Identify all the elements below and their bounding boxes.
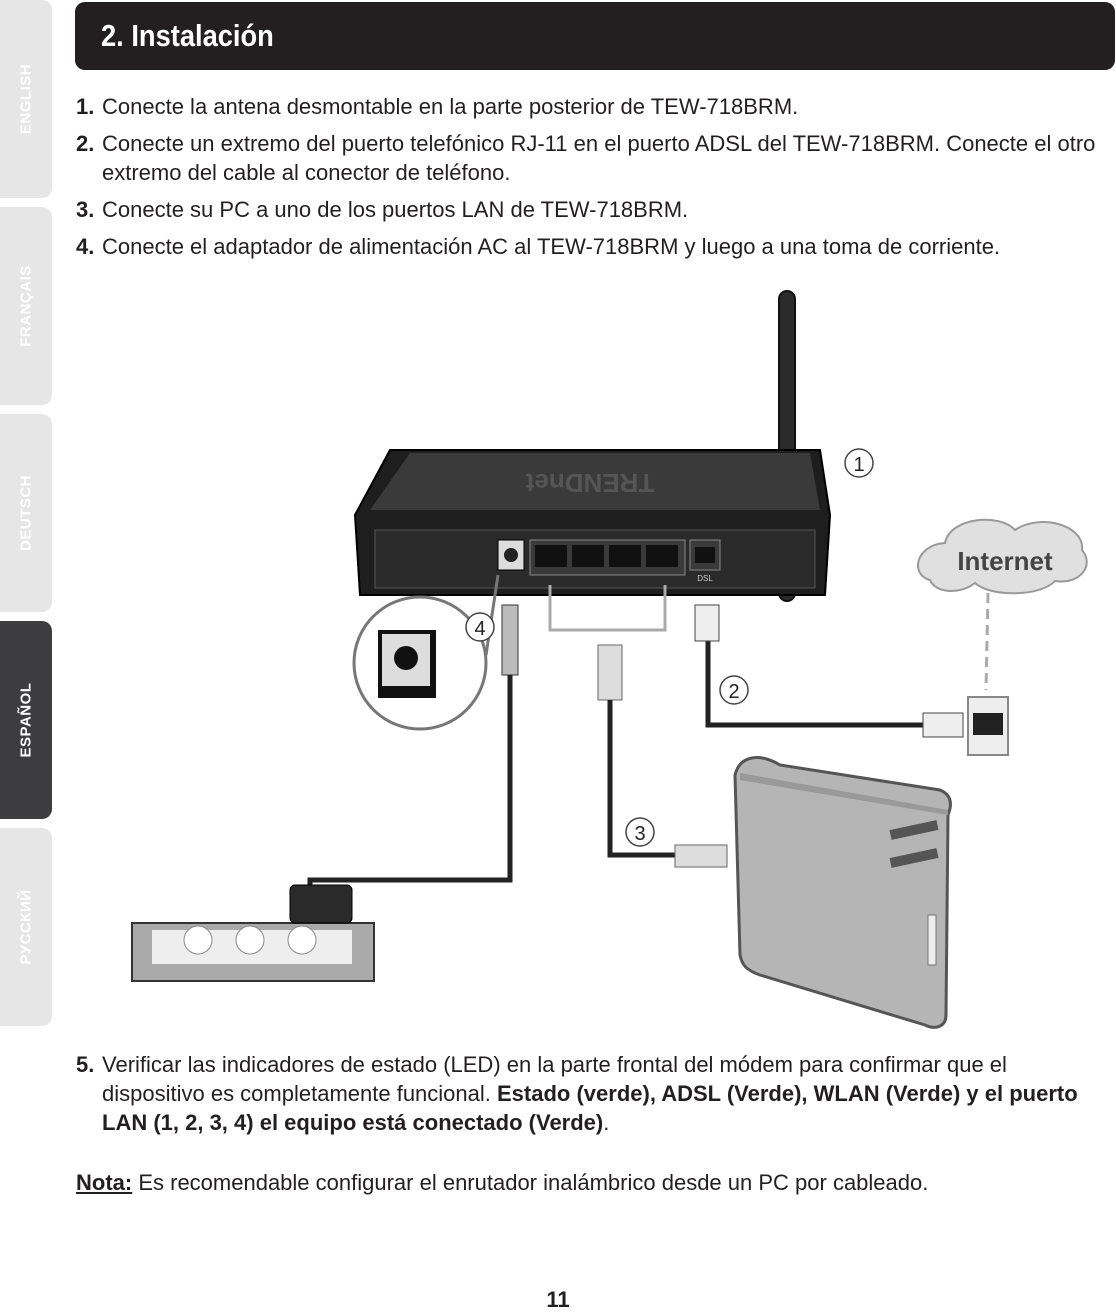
step-number: 1.: [76, 94, 95, 119]
callout-1: 1: [844, 448, 874, 478]
tab-russian[interactable]: РУССКИЙ: [0, 828, 52, 1026]
pc-tower: [733, 756, 952, 1029]
internet-label: Internet: [957, 546, 1053, 576]
installation-diagram: TRENDnet DSL Internet: [131, 290, 1088, 1029]
step-4: 4. Conecte el adaptador de alimentación …: [76, 232, 1106, 261]
step-1: 1. Conecte la antena desmontable en la p…: [76, 92, 1106, 121]
internet-cloud: Internet: [917, 518, 1088, 691]
callout-3: 3: [625, 817, 655, 847]
page-number: 11: [546, 1287, 570, 1312]
step-text: Conecte su PC a uno de los puertos LAN d…: [102, 197, 689, 222]
power-strip: [131, 884, 375, 982]
step-text: Conecte el adaptador de alimentación AC …: [102, 234, 1001, 259]
power-port-zoom: [352, 574, 500, 731]
callout-2: 2: [719, 675, 749, 705]
callout-1-label: 1: [853, 454, 864, 476]
dsl-label: DSL: [697, 574, 713, 583]
step-5-end: .: [603, 1110, 610, 1135]
step-5-text: Verificar las indicadores de estado (LED…: [102, 1052, 1007, 1106]
tab-espanol[interactable]: ESPAÑOL: [0, 621, 52, 819]
step-5: 5. Verificar las indicadores de estado (…: [76, 1050, 1106, 1145]
step-2: 2. Conecte un extremo del puerto telefón…: [76, 129, 1106, 187]
tab-english[interactable]: ENGLISH: [0, 0, 52, 198]
callout-4-label: 4: [474, 618, 485, 640]
step-5-bold-text: Estado (verde), ADSL (Verde), WLAN (Verd…: [102, 1081, 1078, 1135]
step-text: Conecte un extremo del puerto telefónico…: [102, 131, 1096, 185]
power-adapter: [289, 884, 353, 924]
section-header: 2. Instalación: [75, 2, 1115, 70]
step-number: 3.: [76, 197, 95, 222]
tab-russian-label: РУССКИЙ: [17, 889, 35, 965]
step-number: 2.: [76, 131, 95, 156]
callout-3-label: 3: [634, 823, 645, 845]
tab-english-label: ENGLISH: [17, 63, 35, 135]
tab-francais[interactable]: FRANÇAIS: [0, 207, 52, 405]
router: TRENDnet DSL: [353, 449, 832, 596]
note: Nota: Es recomendable configurar el enru…: [76, 1170, 928, 1196]
step-text: Conecte la antena desmontable en la part…: [102, 94, 799, 119]
tab-espanol-label: ESPAÑOL: [17, 682, 35, 758]
steps-list: 1. Conecte la antena desmontable en la p…: [76, 92, 1106, 269]
tab-deutsch-label: DEUTSCH: [17, 474, 35, 552]
callout-4: 4: [465, 612, 495, 642]
callout-2-label: 2: [728, 681, 739, 703]
tab-francais-label: FRANÇAIS: [17, 265, 35, 347]
section-title: 2. Instalación: [101, 18, 274, 53]
note-label: Nota:: [76, 1170, 133, 1195]
step-3: 3. Conecte su PC a uno de los puertos LA…: [76, 195, 1106, 224]
step-number: 5.: [76, 1052, 95, 1077]
step-number: 4.: [76, 234, 95, 259]
router-brand: TRENDnet: [525, 468, 654, 498]
note-text: Es recomendable configurar el enrutador …: [132, 1170, 929, 1195]
tab-deutsch[interactable]: DEUTSCH: [0, 414, 52, 612]
